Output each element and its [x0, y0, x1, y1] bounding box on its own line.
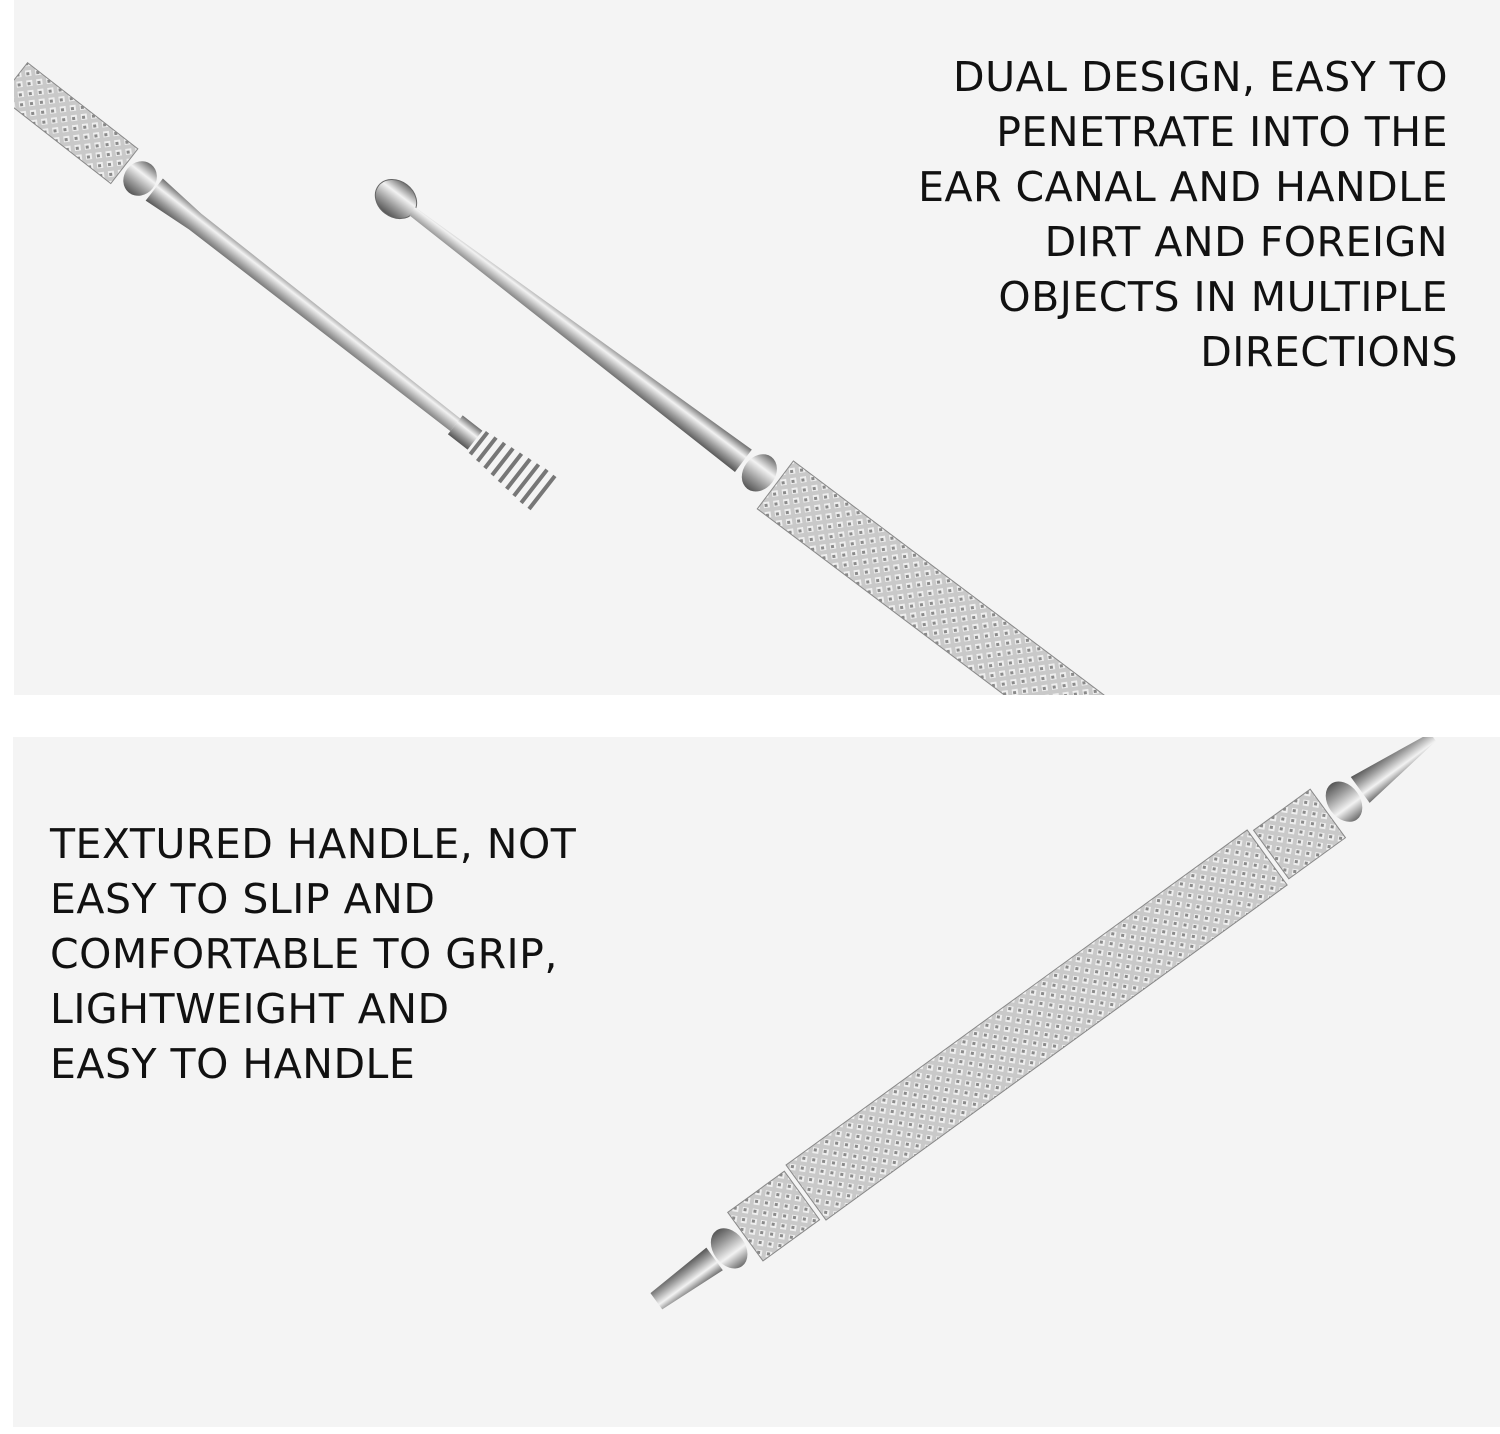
caption-line: DIRECTIONS: [1200, 328, 1458, 376]
ear-pick-tips-image: [14, 61, 1114, 695]
caption-line: EASY TO HANDLE: [50, 1040, 416, 1088]
caption-line: TEXTURED HANDLE, NOT: [50, 820, 577, 868]
caption-line: PENETRATE INTO THE: [996, 108, 1448, 156]
bottom-panel: TEXTURED HANDLE, NOT EASY TO SLIP AND CO…: [13, 737, 1500, 1427]
bottom-caption: TEXTURED HANDLE, NOT EASY TO SLIP AND CO…: [50, 817, 576, 1092]
knurled-ear-pick: [650, 737, 1436, 1310]
spring-ear-pick: [14, 61, 557, 511]
knurled-handle-image: [650, 737, 1436, 1310]
spring-tip: [468, 430, 557, 511]
caption-line: COMFORTABLE TO GRIP,: [50, 930, 558, 978]
spoon-ear-pick: [374, 178, 1114, 695]
top-panel: DUAL DESIGN, EASY TO PENETRATE INTO THE …: [14, 0, 1500, 695]
caption-line: DUAL DESIGN, EASY TO: [953, 53, 1448, 101]
caption-line: EASY TO SLIP AND: [50, 875, 436, 923]
caption-line: DIRT AND FOREIGN: [1044, 218, 1448, 266]
caption-line: OBJECTS IN MULTIPLE: [998, 273, 1448, 321]
caption-line: EAR CANAL AND HANDLE: [918, 163, 1448, 211]
top-caption: DUAL DESIGN, EASY TO PENETRATE INTO THE …: [918, 50, 1457, 380]
caption-line: LIGHTWEIGHT AND: [50, 985, 450, 1033]
